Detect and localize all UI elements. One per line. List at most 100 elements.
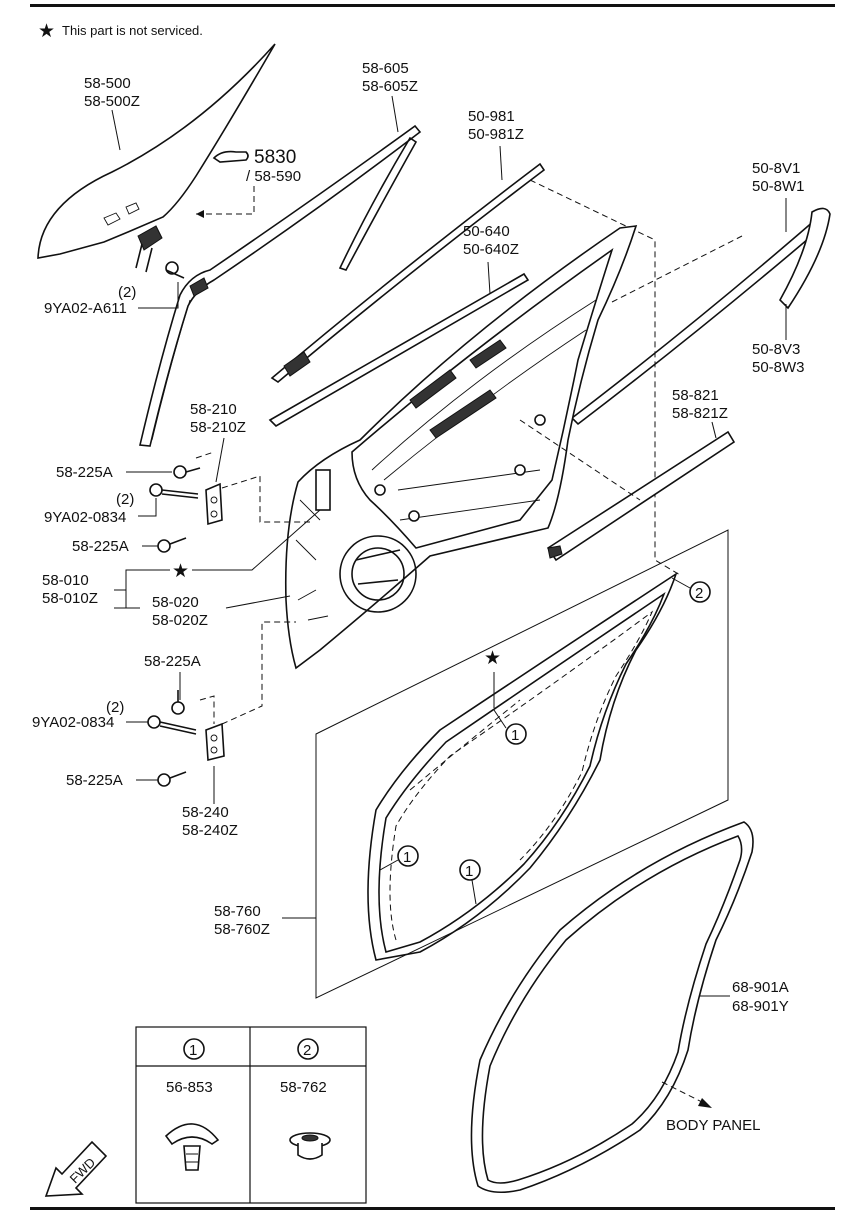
body-panel-label: BODY PANEL — [666, 1117, 760, 1134]
belt-outer-label-1: 50-981 — [468, 108, 515, 125]
bolt-0834-lower-qty: (2) — [106, 699, 124, 716]
weatherstrip-label-1: 58-821 — [672, 387, 719, 404]
door-seal-label-1: 58-760 — [214, 903, 261, 920]
star-leader — [192, 509, 321, 571]
upper-hinge-dashline — [195, 451, 310, 523]
moulding-dashline-1 — [529, 179, 681, 576]
part-58-590-label: / 58-590 — [246, 168, 301, 185]
bolt-9ya02-0834-upper[interactable] — [149, 483, 199, 499]
belt-outer-leader — [499, 145, 503, 181]
body-weatherstrip[interactable] — [470, 821, 754, 1194]
arrow-icon — [196, 210, 204, 218]
star-icon-door-seal: ★ — [484, 648, 501, 669]
body-seal-label-2: 68-901Y — [732, 998, 789, 1015]
legend-callout-1: 1 — [183, 1038, 205, 1060]
callout-1-top-leader — [493, 709, 507, 729]
grommet-icon — [289, 1132, 331, 1160]
sash-leader — [391, 95, 399, 133]
bolt-58-225a-upper-1[interactable] — [173, 465, 201, 479]
door-seal-label-2: 58-760Z — [214, 921, 270, 938]
door-frame-moulding[interactable] — [570, 207, 831, 426]
finger-clip-icon — [212, 150, 249, 163]
door-panel-label-2: 58-020Z — [152, 612, 208, 629]
glass-run-channel[interactable] — [139, 124, 422, 447]
glass-leader — [111, 109, 121, 151]
bolt-9ya02-0834-lower[interactable] — [147, 715, 197, 735]
callout-2: 2 — [689, 581, 711, 603]
weatherstrip-label-2: 58-821Z — [672, 405, 728, 422]
inner-belt-weatherstrip[interactable] — [268, 272, 530, 428]
callout-1-left: 1 — [397, 845, 419, 867]
trim-clip-icon — [164, 1123, 220, 1171]
upper-hinge-label-1: 58-210 — [190, 401, 237, 418]
callout-1-left-leader — [379, 859, 399, 871]
door-shell-label-1: 58-010 — [42, 572, 89, 589]
regulator-bolt-label: 9YA02-A611 — [44, 300, 127, 317]
star-icon: ★ — [38, 21, 55, 42]
callout-1-bottom: 1 — [459, 859, 481, 881]
bolt-0834-upper-qty: (2) — [116, 491, 134, 508]
regulator-bolt-qty: (2) — [118, 284, 136, 301]
glass-label-1: 58-500 — [84, 75, 131, 92]
legend-callout-2: 2 — [297, 1038, 319, 1060]
svg-text:1: 1 — [465, 863, 473, 880]
svg-text:1: 1 — [403, 849, 411, 866]
moulding-dashline-2 — [611, 235, 743, 303]
outer-belt-moulding[interactable] — [270, 162, 546, 383]
lower-hinge-dashline — [199, 621, 296, 725]
arrow-icon-body-panel — [698, 1098, 712, 1108]
moulding-upper-label-1: 50-8V1 — [752, 160, 800, 177]
glass-label-2: 58-500Z — [84, 93, 140, 110]
lower-hinge[interactable] — [205, 722, 225, 762]
door-panel-leader — [225, 595, 291, 609]
glass-clip-dashline — [196, 186, 255, 215]
callout-2-leader — [671, 577, 691, 589]
door-shell-label-2: 58-010Z — [42, 590, 98, 607]
bolt-0834-upper-label: 9YA02-0834 — [44, 509, 126, 526]
lower-hinge-label-1: 58-240 — [182, 804, 229, 821]
door-panel-label-1: 58-020 — [152, 594, 199, 611]
svg-text:2: 2 — [303, 1042, 311, 1059]
legend-part-1: 56-853 — [166, 1079, 213, 1096]
door-glass[interactable] — [37, 43, 276, 259]
bolt-58-225a-upper-2[interactable] — [157, 537, 187, 553]
moulding-upper-label-2: 50-8W1 — [752, 178, 805, 195]
fwd-arrow-icon: FWD — [44, 1140, 108, 1197]
bolt-225a-4-label: 58-225A — [66, 772, 123, 789]
svg-text:1: 1 — [189, 1042, 197, 1059]
belt-inner-leader — [487, 261, 491, 295]
bolt-58-225a-lower-2[interactable] — [157, 771, 187, 787]
legend-part-2: 58-762 — [280, 1079, 327, 1096]
bottom-border — [30, 1207, 835, 1210]
part-5830-label: 5830 — [254, 147, 296, 168]
door-weatherstrip[interactable] — [367, 572, 678, 961]
clip-legend-table — [135, 1026, 367, 1204]
upper-hinge[interactable] — [205, 482, 223, 526]
top-border — [30, 4, 835, 7]
callout-1-top: 1 — [505, 723, 527, 745]
note-text: This part is not serviced. — [62, 23, 203, 38]
lower-hinge-label-2: 58-240Z — [182, 822, 238, 839]
moulding-lower-label-2: 50-8W3 — [752, 359, 805, 376]
upper-hinge-label-2: 58-210Z — [190, 419, 246, 436]
upper-hinge-leader — [215, 437, 225, 483]
sash-label-2: 58-605Z — [362, 78, 418, 95]
bolt-58-225a-lower-1[interactable] — [171, 690, 185, 715]
bolt-0834-upper-leader — [138, 498, 157, 517]
door-seal-box — [315, 529, 729, 999]
moulding-lower-label-1: 50-8V3 — [752, 341, 800, 358]
lower-weatherstrip[interactable] — [546, 430, 736, 562]
door-shell[interactable] — [284, 225, 638, 670]
weatherstrip-leader — [711, 421, 717, 439]
body-panel-dashline — [661, 1081, 707, 1105]
belt-outer-label-2: 50-981Z — [468, 126, 524, 143]
bolt-225a-1-label: 58-225A — [56, 464, 113, 481]
bolt-225a-3-label: 58-225A — [144, 653, 201, 670]
belt-inner-label-1: 50-640 — [463, 223, 510, 240]
regulator-bolt-leader — [138, 282, 179, 309]
regulator-bolt[interactable] — [135, 243, 185, 279]
body-seal-label-1: 68-901A — [732, 979, 789, 996]
svg-text:2: 2 — [695, 585, 703, 602]
